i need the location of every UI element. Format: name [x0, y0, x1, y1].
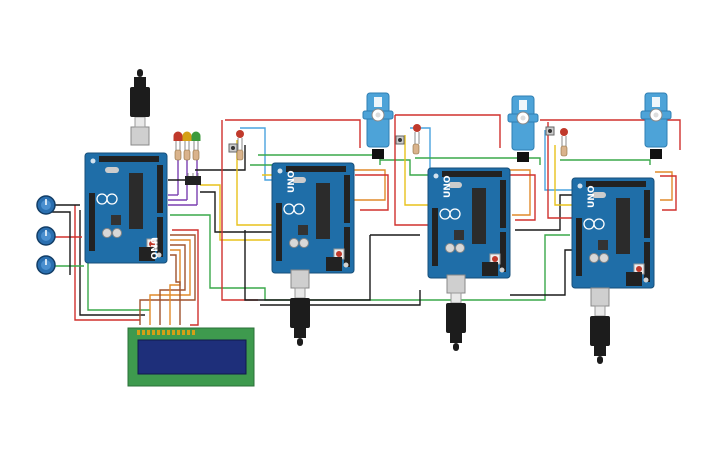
usb-cable-node-3	[589, 287, 611, 365]
usb-cable-node-1	[289, 269, 311, 347]
lcd-pins	[137, 330, 195, 335]
led-yellow-main	[182, 131, 192, 152]
usb-cable-main	[129, 68, 151, 146]
pushbutton-node-1[interactable]	[228, 143, 238, 153]
resistor-node-3	[560, 145, 568, 157]
potentiometer-3[interactable]	[36, 255, 56, 275]
led-green-main	[191, 131, 201, 152]
potentiometer-2[interactable]	[36, 226, 56, 246]
arduino-node-1[interactable]: UNO	[271, 162, 355, 274]
servo-node-3[interactable]	[640, 92, 672, 160]
servo-node-1[interactable]	[362, 92, 394, 160]
servo-node-2[interactable]	[507, 95, 539, 163]
wiring	[50, 114, 681, 326]
uno-label: UNO	[587, 185, 597, 208]
uno-label: UNO	[443, 175, 453, 198]
potentiometer-1[interactable]	[36, 195, 56, 215]
small-ic-main	[185, 173, 201, 185]
pushbutton-node-2[interactable]	[395, 135, 405, 145]
led-red-main	[173, 131, 183, 152]
led-red-node-3	[560, 128, 568, 148]
arduino-node-3[interactable]: UNO	[571, 177, 655, 289]
pushbutton-node-3[interactable]	[545, 126, 555, 136]
uno-label: UNO	[287, 170, 297, 193]
uno-label: UNO	[148, 237, 158, 260]
lcd-display	[127, 327, 255, 387]
resistor-node-1	[236, 149, 244, 161]
led-red-node-1	[236, 130, 244, 150]
arduino-node-2[interactable]: UNO	[427, 167, 511, 279]
resistors-main	[174, 149, 200, 161]
arduino-main-controller[interactable]: UNO	[84, 152, 168, 264]
resistor-node-2	[412, 143, 420, 155]
usb-cable-node-2	[445, 274, 467, 352]
led-red-node-2	[413, 124, 421, 144]
